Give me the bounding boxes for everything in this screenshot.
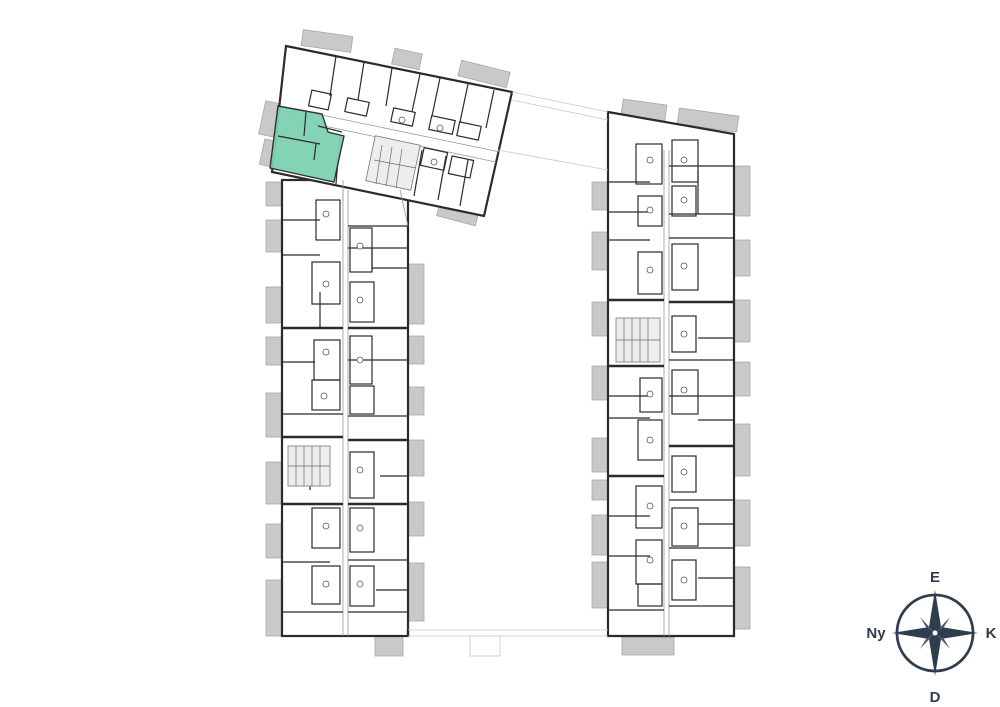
- left-wing: [280, 178, 410, 638]
- compass-rose: E D Ny K: [866, 569, 996, 706]
- courtyard-links: [342, 91, 609, 657]
- right-wing: [606, 110, 736, 638]
- compass-north-label: E: [930, 569, 940, 586]
- top-stairwell: [365, 135, 421, 191]
- compass-west-label: Ny: [866, 625, 886, 642]
- left-wing-balconies: [265, 181, 425, 657]
- compass-south-label: D: [930, 689, 941, 706]
- compass-star-icon: [892, 590, 978, 676]
- left-stairwell: [287, 445, 331, 487]
- right-wing-balconies: [591, 98, 751, 656]
- right-stairwell: [615, 317, 661, 363]
- selected-apartment[interactable]: [269, 105, 345, 183]
- compass-east-label: K: [986, 625, 997, 642]
